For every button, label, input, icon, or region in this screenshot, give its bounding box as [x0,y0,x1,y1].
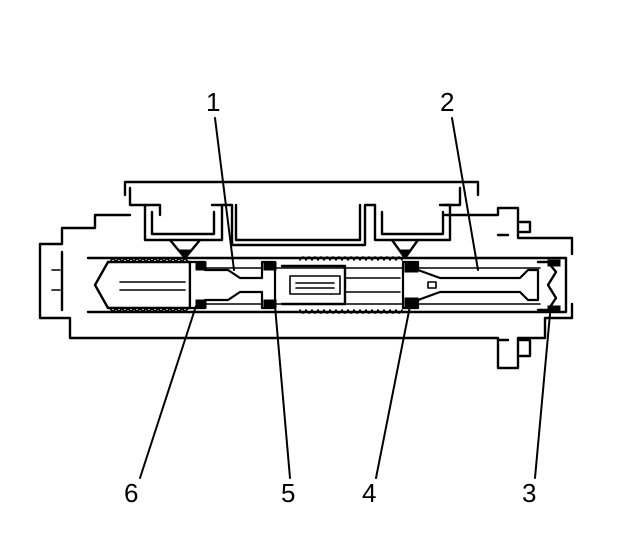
leader-4 [375,305,411,479]
callout-5: 5 [281,478,295,508]
callout-4: 4 [362,478,376,508]
leader-2 [451,117,479,271]
cylinder-body [38,206,574,370]
callout-2: 2 [440,87,454,117]
compensating-ports [168,238,420,260]
primary-piston [401,260,540,310]
callout-3: 3 [522,478,536,508]
leader-6 [139,305,197,479]
leader-lines [139,117,551,479]
callout-6: 6 [124,478,138,508]
primary-spring [280,256,403,314]
secondary-spring [93,258,192,312]
callout-1: 1 [206,87,220,117]
leader-5 [274,305,291,479]
end-seal [536,256,568,314]
leader-1 [214,117,235,271]
reservoir [123,180,480,247]
callout-labels: 1 2 3 4 5 6 [124,87,536,508]
leader-3 [534,313,551,479]
